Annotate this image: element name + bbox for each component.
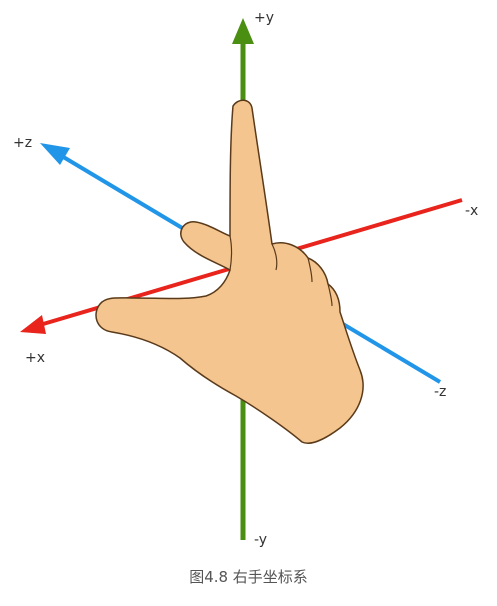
y-positive-label: +y: [254, 10, 274, 26]
right-hand-icon: [95, 99, 364, 444]
x-negative-label: -x: [465, 203, 478, 219]
z-axis-arrowhead: [40, 143, 70, 165]
y-axis-arrowhead: [232, 18, 254, 44]
x-axis-arrowhead: [20, 315, 46, 334]
x-positive-label: +x: [25, 350, 45, 366]
right-hand-coordinate-diagram: +y -y +z -z -x +x: [13, 10, 478, 548]
figure-caption: 图4.8 右手坐标系: [189, 568, 308, 586]
y-negative-label: -y: [254, 532, 267, 548]
z-negative-label: -z: [434, 384, 446, 400]
z-positive-label: +z: [13, 135, 32, 151]
